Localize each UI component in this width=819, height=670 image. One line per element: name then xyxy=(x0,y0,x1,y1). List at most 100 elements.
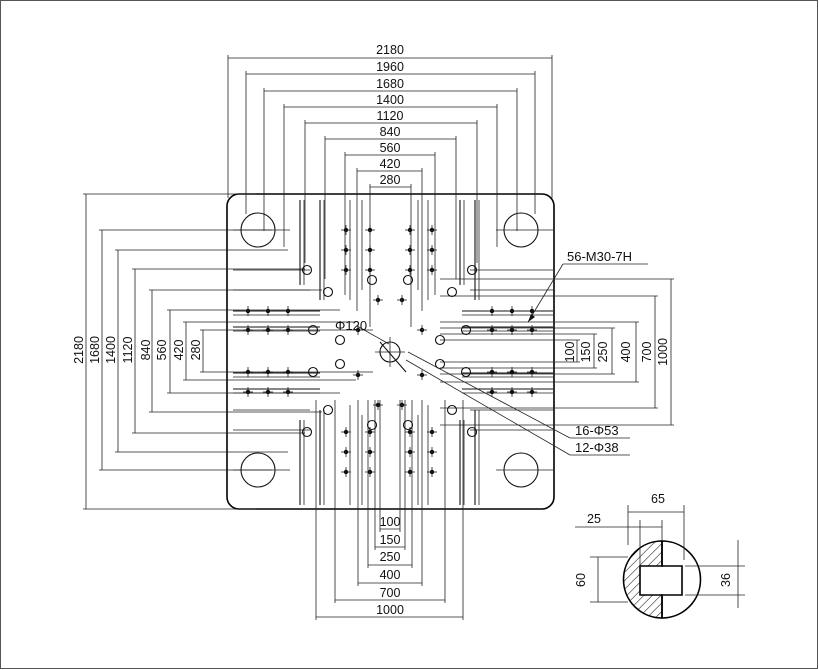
center-hole-label: Φ120 xyxy=(335,318,367,333)
threaded-hole xyxy=(507,325,517,335)
callout-threaded-holes: 56-M30-7H xyxy=(567,249,632,264)
threaded-hole xyxy=(405,447,415,457)
callout-holes-53: 16-Φ53 xyxy=(575,423,619,438)
t-slots xyxy=(233,200,553,505)
threaded-hole xyxy=(527,325,537,335)
dimension-lines xyxy=(83,55,674,620)
dim-700-right: 700 xyxy=(640,342,654,363)
through-hole xyxy=(301,264,313,276)
dim-2180-top: 2180 xyxy=(376,43,404,57)
threaded-hole xyxy=(373,400,383,410)
threaded-hole xyxy=(365,427,375,437)
dim-1680-top: 1680 xyxy=(376,77,404,91)
threaded-hole xyxy=(427,245,437,255)
threaded-hole xyxy=(487,387,497,397)
through-hole xyxy=(334,358,346,370)
dim-1120-top: 1120 xyxy=(377,109,404,123)
threaded-hole xyxy=(527,387,537,397)
callout-leaders xyxy=(356,263,648,456)
threaded-hole xyxy=(365,265,375,275)
through-hole xyxy=(322,404,334,416)
mounting-holes xyxy=(243,225,537,477)
through-hole xyxy=(307,324,319,336)
threaded-hole xyxy=(243,387,253,397)
dim-1400-top: 1400 xyxy=(376,93,404,107)
threaded-hole xyxy=(243,325,253,335)
threaded-hole xyxy=(527,306,537,316)
through-hole xyxy=(434,358,446,370)
threaded-hole xyxy=(341,225,351,235)
threaded-hole xyxy=(427,427,437,437)
dim-560-top: 560 xyxy=(380,141,401,155)
threaded-hole xyxy=(397,400,407,410)
dim-560-left: 560 xyxy=(155,340,169,361)
threaded-hole xyxy=(507,367,517,377)
dim-150-bottom: 150 xyxy=(380,533,401,547)
dim-1400-left: 1400 xyxy=(104,336,118,364)
threaded-hole xyxy=(283,325,293,335)
threaded-hole xyxy=(487,367,497,377)
dim-150-right: 150 xyxy=(579,342,593,363)
dim-250-bottom: 250 xyxy=(380,550,401,564)
tie-bar-holes xyxy=(233,212,553,488)
dim-250-right: 250 xyxy=(596,342,610,363)
through-hole xyxy=(434,334,446,346)
through-hole xyxy=(402,274,414,286)
through-hole xyxy=(301,426,313,438)
threaded-hole xyxy=(427,225,437,235)
dim-400-bottom: 400 xyxy=(380,568,401,582)
dim-1000-bottom: 1000 xyxy=(376,603,404,617)
threaded-hole xyxy=(353,370,363,380)
dim-420-left: 420 xyxy=(172,340,186,361)
threaded-hole xyxy=(341,447,351,457)
threaded-hole xyxy=(507,306,517,316)
threaded-hole xyxy=(417,325,427,335)
dim-400-right: 400 xyxy=(619,342,633,363)
through-hole xyxy=(366,274,378,286)
center-hole xyxy=(375,337,407,373)
threaded-hole xyxy=(263,306,273,316)
threaded-hole xyxy=(341,265,351,275)
threaded-hole xyxy=(417,370,427,380)
through-hole xyxy=(466,264,478,276)
dim-280-left: 280 xyxy=(189,340,203,361)
through-hole xyxy=(322,286,334,298)
threaded-hole xyxy=(365,467,375,477)
threaded-hole xyxy=(527,367,537,377)
threaded-hole xyxy=(283,367,293,377)
threaded-hole xyxy=(283,387,293,397)
threaded-hole xyxy=(373,295,383,305)
through-hole xyxy=(466,426,478,438)
threaded-hole xyxy=(341,427,351,437)
dim-100-bottom: 100 xyxy=(380,515,401,529)
t-slot-section xyxy=(622,540,663,619)
threaded-hole xyxy=(365,245,375,255)
detail-dim-25: 25 xyxy=(587,512,601,526)
detail-dim-65: 65 xyxy=(651,492,665,506)
threaded-hole xyxy=(341,245,351,255)
threaded-hole xyxy=(263,387,273,397)
t-slot-detail: 65 25 60 36 xyxy=(574,492,745,619)
detail-dim-36: 36 xyxy=(719,573,733,587)
threaded-hole xyxy=(405,245,415,255)
threaded-hole xyxy=(243,306,253,316)
threaded-hole xyxy=(263,325,273,335)
dim-700-bottom: 700 xyxy=(380,586,401,600)
threaded-hole xyxy=(283,306,293,316)
threaded-hole xyxy=(365,447,375,457)
through-hole xyxy=(460,324,472,336)
dim-1680-left: 1680 xyxy=(88,336,102,364)
threaded-hole xyxy=(427,265,437,275)
dim-280-top: 280 xyxy=(380,173,401,187)
through-hole xyxy=(446,404,458,416)
threaded-hole xyxy=(405,225,415,235)
dim-100-right: 100 xyxy=(563,342,577,363)
through-hole xyxy=(460,366,472,378)
threaded-hole xyxy=(341,467,351,477)
callout-holes-38: 12-Φ38 xyxy=(575,440,619,455)
threaded-hole xyxy=(487,325,497,335)
platen-outline xyxy=(226,193,555,510)
through-hole xyxy=(334,334,346,346)
